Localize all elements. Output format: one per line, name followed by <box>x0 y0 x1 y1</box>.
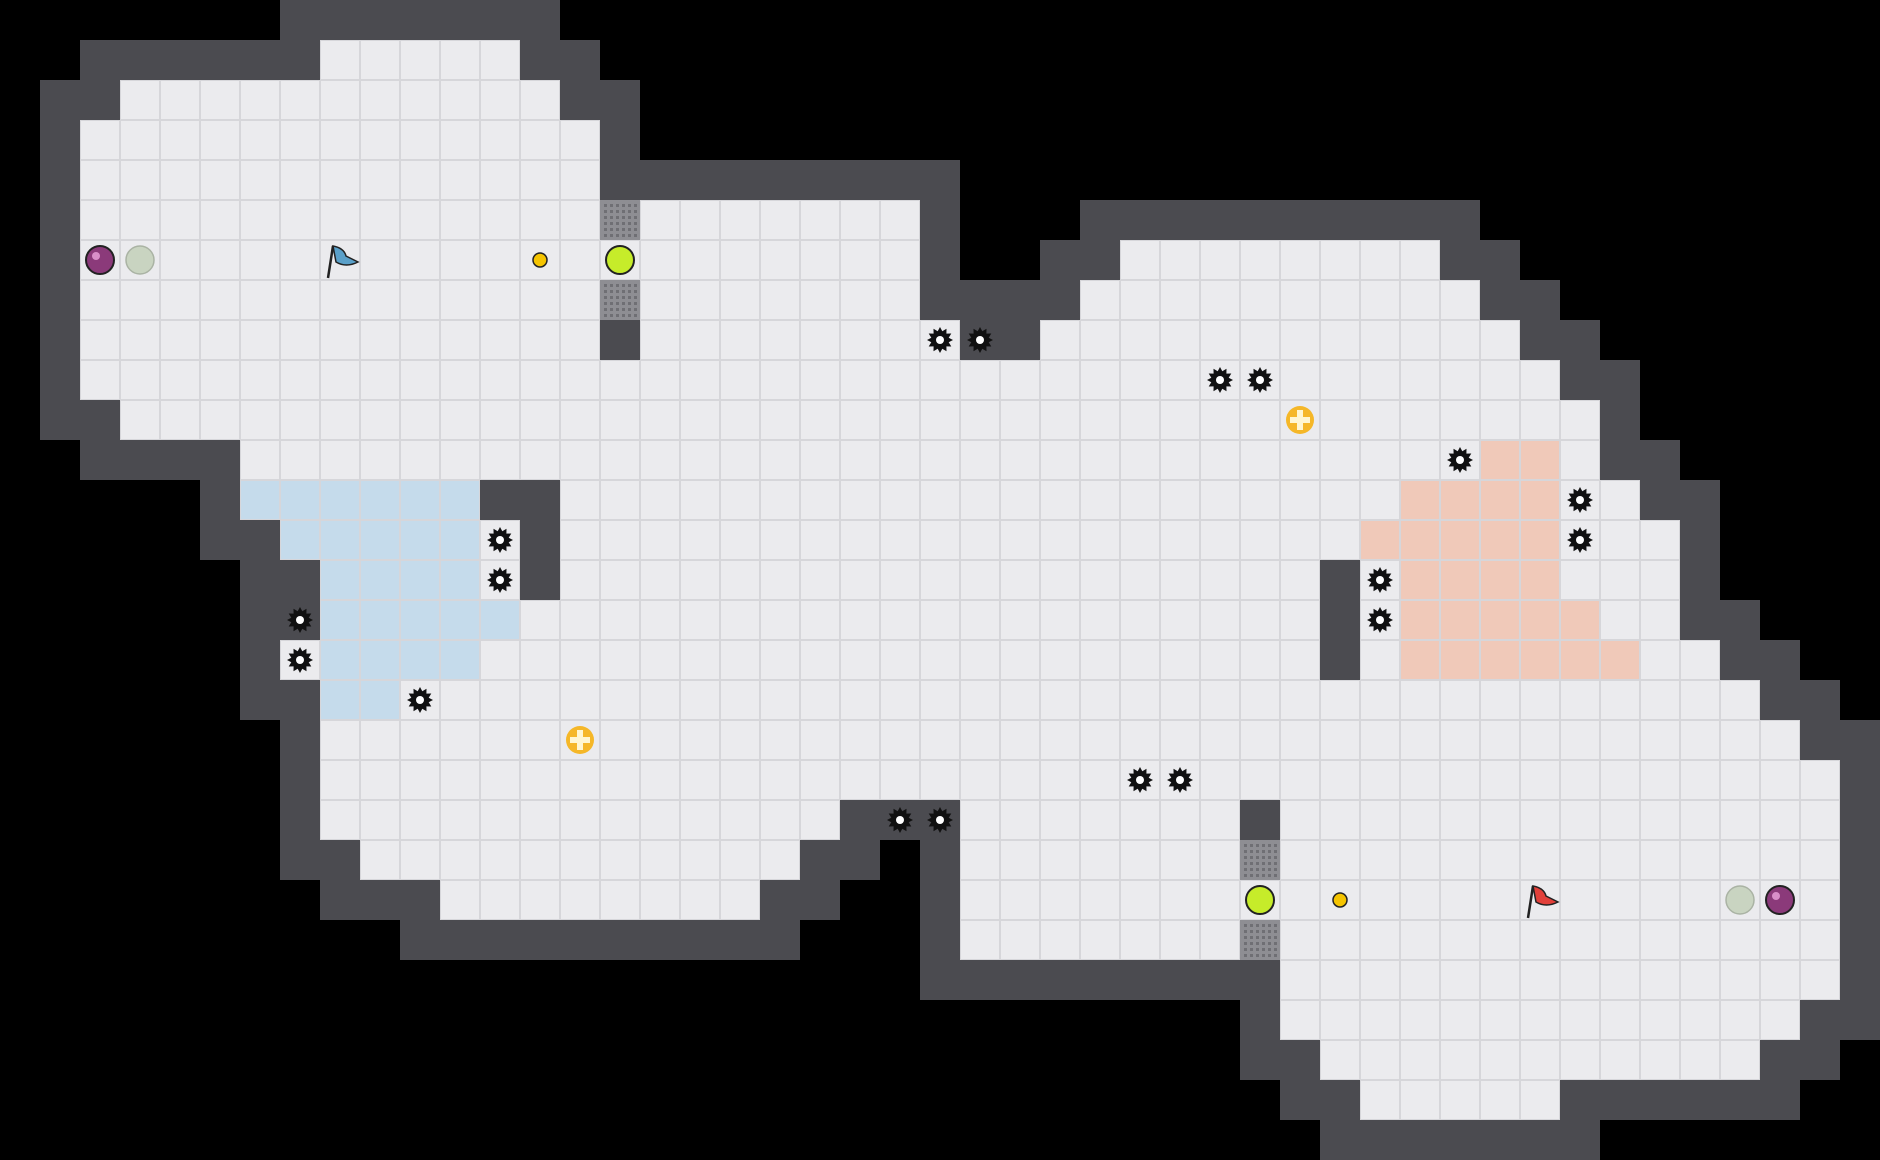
blue-flag-icon <box>326 245 360 279</box>
blue-switch-icon <box>605 245 635 275</box>
neutral-powerup-icon <box>566 726 594 754</box>
spike-icon <box>927 327 953 353</box>
spike-icon <box>487 567 513 593</box>
red-switch-icon <box>1245 885 1275 915</box>
spike-icon <box>1127 767 1153 793</box>
blue-coin-icon <box>532 252 548 268</box>
blue-respawn-pad-icon <box>125 245 155 275</box>
spike-icon <box>887 807 913 833</box>
spike-icon <box>287 647 313 673</box>
team-zones <box>240 440 1640 720</box>
walls <box>40 0 1880 1160</box>
spike-icon <box>967 327 993 353</box>
neutral-powerup-icon <box>1286 406 1314 434</box>
spike-icon <box>287 607 313 633</box>
red-coin-icon <box>1332 892 1348 908</box>
spike-icon <box>1247 367 1273 393</box>
blue-gate-icon <box>600 280 640 320</box>
spike-icon <box>1567 527 1593 553</box>
blue-bomb-icon <box>85 245 115 275</box>
spike-icon <box>1447 447 1473 473</box>
blue-gate-icon <box>600 200 640 240</box>
spike-icon <box>487 527 513 553</box>
spike-icon <box>927 807 953 833</box>
spike-icon <box>1567 487 1593 513</box>
red-flag-icon <box>1526 885 1560 919</box>
tile-grid <box>80 40 1840 1120</box>
spike-icon <box>1367 607 1393 633</box>
spike-icon <box>1167 767 1193 793</box>
spike-icon <box>1367 567 1393 593</box>
red-respawn-pad-icon <box>1725 885 1755 915</box>
spike-icon <box>407 687 433 713</box>
spike-icon <box>1207 367 1233 393</box>
red-gate-icon <box>1240 840 1280 880</box>
entities <box>85 200 1795 960</box>
red-bomb-icon <box>1765 885 1795 915</box>
red-gate-icon <box>1240 920 1280 960</box>
